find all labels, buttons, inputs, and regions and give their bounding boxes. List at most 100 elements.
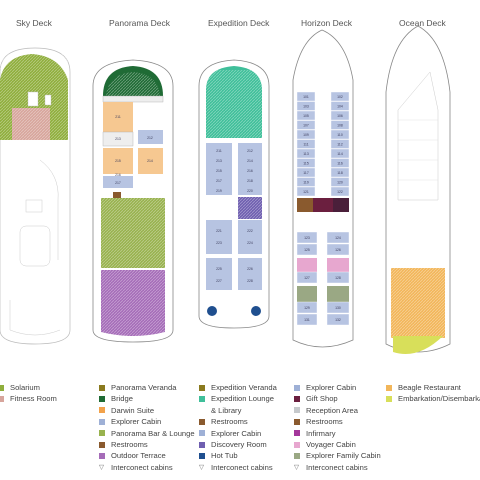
explorer-cabin	[330, 139, 350, 149]
explorer-cabin	[296, 243, 318, 256]
hot-tub	[207, 306, 217, 316]
explorer-cabin	[103, 176, 133, 188]
legend-label: Infirmary	[306, 428, 336, 438]
legend-swatch	[99, 407, 105, 414]
cabin-number: 213	[115, 137, 121, 141]
legend-label: Gift Shop	[306, 394, 338, 404]
legend-swatch	[99, 453, 105, 460]
cabin-number: 109	[303, 133, 309, 137]
explorer-cabin	[330, 120, 350, 130]
explorer-cabin	[330, 167, 350, 178]
legend-swatch	[386, 384, 392, 391]
embarkation-area	[393, 336, 443, 354]
cabin-number: 115	[303, 162, 309, 166]
cabin-number: 120	[337, 181, 343, 185]
legend-horizon: Explorer Cabin Gift Shop Reception Area …	[294, 382, 381, 473]
legend-label: Discovery Room	[211, 440, 267, 450]
legend-label: Solarium	[10, 383, 40, 392]
explorer-cabin	[330, 177, 350, 187]
legend-swatch	[99, 418, 105, 425]
legend-label: Panorama Veranda	[111, 383, 177, 392]
cabin-number: 114	[337, 152, 343, 156]
restrooms	[113, 192, 121, 198]
explorer-cabin	[296, 139, 316, 149]
legend-item: ▽Interconect cabins	[199, 462, 277, 473]
cabin-number: 117	[303, 171, 309, 175]
explorer-cabin	[296, 301, 318, 314]
legend-item: Reception Area	[294, 405, 381, 416]
darwin-suite	[103, 102, 133, 132]
explorer-cabin	[326, 231, 350, 244]
explorer-cabin	[296, 271, 318, 284]
cabin-number: 112	[337, 143, 343, 147]
legend-swatch	[99, 430, 105, 437]
explorer-cabin	[296, 129, 316, 140]
cabin-number: 224	[247, 241, 253, 245]
legend-label: Explorer Family Cabin	[306, 451, 381, 461]
cabin-number: 129	[304, 306, 310, 310]
cabin-number: 216	[247, 169, 253, 173]
legend-label: Outdoor Terrace	[111, 451, 166, 461]
deck-title-panorama: Panorama Deck	[109, 18, 170, 28]
legend-item: Expedition Veranda	[199, 382, 277, 393]
legend-item: Discovery Room	[199, 439, 277, 450]
restrooms	[297, 198, 313, 212]
cabin-number: 222	[247, 229, 253, 233]
cabin-number: 131	[304, 318, 310, 322]
hot-tub	[251, 306, 261, 316]
legend-item: Solarium	[0, 382, 57, 393]
voyager-cabin	[297, 258, 317, 272]
legend-swatch	[294, 441, 300, 448]
cabin-number: 118	[337, 171, 343, 175]
legend-swatch	[199, 418, 205, 425]
explorer-family-cabin	[297, 286, 317, 302]
legend-item: Voyager Cabin	[294, 439, 381, 450]
legend-item: Embarkation/Disembarkation	[386, 393, 480, 404]
cabin-number: 225	[216, 267, 222, 271]
deck-title-sky: Sky Deck	[16, 18, 52, 28]
deck-title-horizon: Horizon Deck	[301, 18, 353, 28]
explorer-cabin	[326, 313, 350, 326]
explorer-cabin	[296, 177, 316, 187]
cabin-number: 113	[303, 152, 309, 156]
explorer-cabin	[330, 101, 350, 111]
cabin-number: 125	[304, 248, 310, 252]
legend-item: Explorer Cabin	[99, 416, 195, 427]
legend-label: Fitness Room	[10, 394, 57, 404]
gift-shop	[313, 198, 333, 212]
cabin-number: 130	[335, 306, 341, 310]
cabin-number: 103	[303, 105, 309, 109]
legend-item: Fitness Room	[0, 393, 57, 404]
explorer-cabin	[330, 91, 350, 102]
darwin-suite	[138, 148, 163, 174]
explorer-cabin	[326, 271, 350, 284]
legend-swatch	[199, 384, 205, 391]
deck-title-expedition: Expedition Deck	[208, 18, 270, 28]
cabin-number: 132	[335, 318, 341, 322]
legend-label: Hot Tub	[211, 451, 238, 461]
explorer-cabin	[296, 110, 316, 121]
legend-label: Panorama Bar & Lounge	[111, 428, 195, 438]
explorer-cabin	[296, 231, 318, 244]
sky-deck-plan	[0, 47, 71, 345]
legend-sky: Solarium Fitness Room	[0, 382, 57, 405]
legend-label: Darwin Suite	[111, 405, 155, 415]
legend-label: Explorer Cabin	[306, 383, 357, 392]
ocean-deck-plan	[385, 25, 451, 354]
legend-item: ▽Interconect cabins	[294, 462, 381, 473]
cabin-number: 217	[115, 181, 121, 185]
legend-item: Explorer Cabin	[199, 428, 277, 439]
legend-label: Interconect cabins	[111, 462, 173, 472]
legend-item: Beagle Restaurant	[386, 382, 480, 393]
legend-panorama: Panorama Veranda Bridge Darwin Suite Exp…	[99, 382, 195, 473]
explorer-cabin	[296, 158, 316, 168]
cabin-number: 223	[216, 241, 222, 245]
cabin-number: 212	[247, 149, 253, 153]
triangle-icon: ▽	[199, 463, 204, 471]
explorer-cabin	[326, 301, 350, 314]
cabin-number: 122	[337, 190, 343, 194]
legend-item: ▽Interconect cabins	[99, 462, 195, 473]
cabin-number: 220	[247, 189, 253, 193]
cabin-number: 214	[247, 159, 253, 163]
